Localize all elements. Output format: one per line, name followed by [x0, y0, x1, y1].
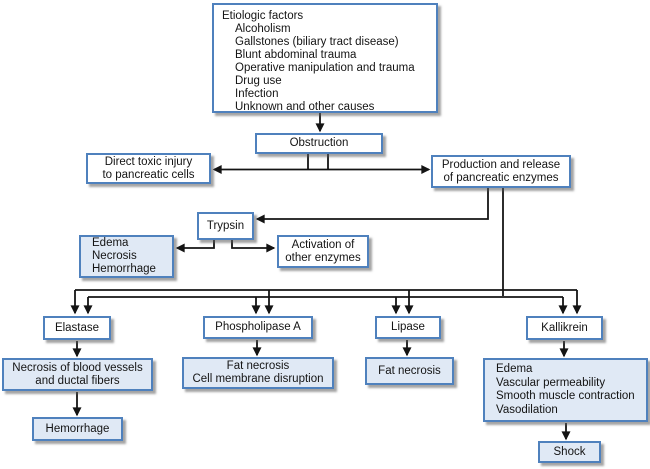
node-edema-necrosis-hemorrhage: Edema Necrosis Hemorrhage — [79, 235, 174, 278]
node-production-release-enzymes: Production and release of pancreatic enz… — [431, 155, 571, 188]
node-phospholipase-a: Phospholipase A — [203, 316, 313, 339]
node-label: Fat necrosis — [378, 364, 441, 377]
node-label: Edema Necrosis Hemorrhage — [92, 237, 156, 275]
node-label: Activation of other enzymes — [285, 238, 361, 264]
etiologic-item: Infection — [235, 88, 279, 100]
node-elastase: Elastase — [43, 316, 111, 340]
node-label: Fat necrosis Cell membrane disruption — [192, 360, 324, 385]
node-lipase: Lipase — [375, 316, 441, 339]
node-label: Obstruction — [289, 137, 349, 149]
node-label: Phospholipase A — [215, 321, 301, 333]
node-fat-necrosis-cell-membrane: Fat necrosis Cell membrane disruption — [182, 357, 334, 389]
node-label: Kallikrein — [541, 321, 588, 334]
node-label: Shock — [553, 445, 586, 458]
node-label: Edema Vascular permeability Smooth muscl… — [496, 363, 635, 416]
node-etiologic-factors: Etiologic factors Alcoholism Gallstones … — [212, 3, 438, 113]
node-activation-other-enzymes: Activation of other enzymes — [277, 235, 369, 268]
etiologic-item-list: Alcoholism Gallstones (biliary tract dis… — [222, 23, 430, 114]
node-label: Trypsin — [206, 219, 245, 232]
etiologic-item: Gallstones (biliary tract disease) — [235, 36, 399, 48]
etiologic-item: Alcoholism — [235, 23, 291, 35]
node-label: Production and release of pancreatic enz… — [441, 158, 561, 184]
etiologic-item: Unknown and other causes — [235, 101, 375, 113]
node-trypsin: Trypsin — [197, 212, 254, 240]
etiologic-item: Drug use — [235, 75, 282, 87]
node-label: Hemorrhage — [45, 422, 110, 435]
node-label: Lipase — [391, 321, 425, 333]
node-shock: Shock — [538, 441, 601, 463]
arrow-trypsin-to-activation — [231, 240, 276, 253]
node-label: Direct toxic injury to pancreatic cells — [102, 155, 195, 181]
node-label: Necrosis of blood vessels and ductal fib… — [12, 361, 143, 387]
etiologic-title: Etiologic factors — [222, 10, 304, 22]
node-edema-vascular-effects: Edema Vascular permeability Smooth muscl… — [483, 358, 648, 422]
node-direct-toxic-injury: Direct toxic injury to pancreatic cells — [86, 153, 211, 184]
etiologic-item: Operative manipulation and trauma — [235, 62, 415, 74]
node-obstruction: Obstruction — [255, 133, 383, 154]
arrow-production-to-trypsin — [255, 188, 489, 224]
etiologic-item: Blunt abdominal trauma — [235, 49, 357, 61]
arrow-trypsin-to-edema — [175, 240, 215, 253]
node-label: Elastase — [54, 321, 100, 334]
node-necrosis-blood-vessels: Necrosis of blood vessels and ductal fib… — [2, 358, 153, 391]
node-kallikrein: Kallikrein — [526, 316, 603, 340]
node-hemorrhage: Hemorrhage — [32, 417, 123, 441]
node-fat-necrosis: Fat necrosis — [365, 357, 454, 385]
